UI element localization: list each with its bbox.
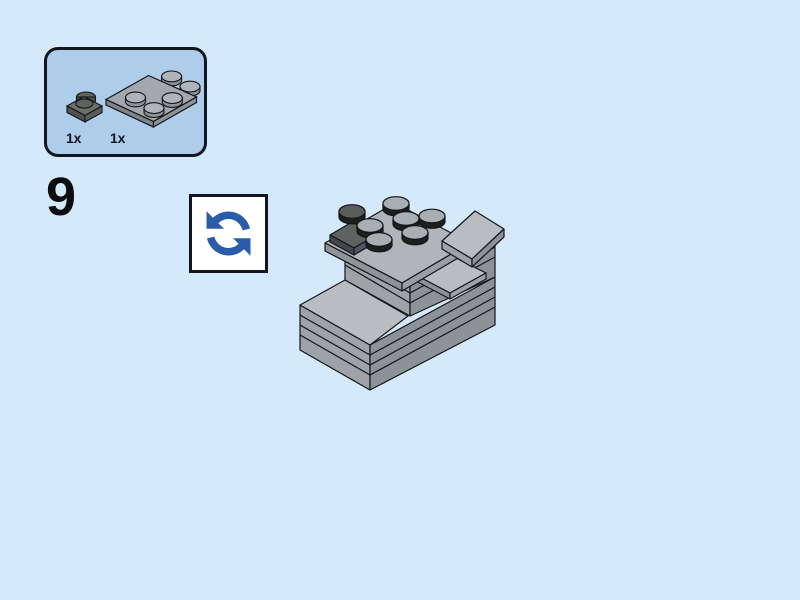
assembled-model xyxy=(290,185,520,400)
part-plate-1x1-quantity: 1x xyxy=(66,130,82,146)
rotate-model-hint-box[interactable] xyxy=(189,194,268,273)
rotate-refresh-icon xyxy=(206,211,251,256)
parts-callout-box: 1x xyxy=(44,47,207,157)
model-isometric-drawing xyxy=(299,196,505,391)
part-plate-2x3-quantity: 1x xyxy=(110,130,126,146)
part-plate-2x3 xyxy=(101,66,201,129)
step-number: 9 xyxy=(46,167,76,227)
part-plate-1x1 xyxy=(61,86,107,126)
